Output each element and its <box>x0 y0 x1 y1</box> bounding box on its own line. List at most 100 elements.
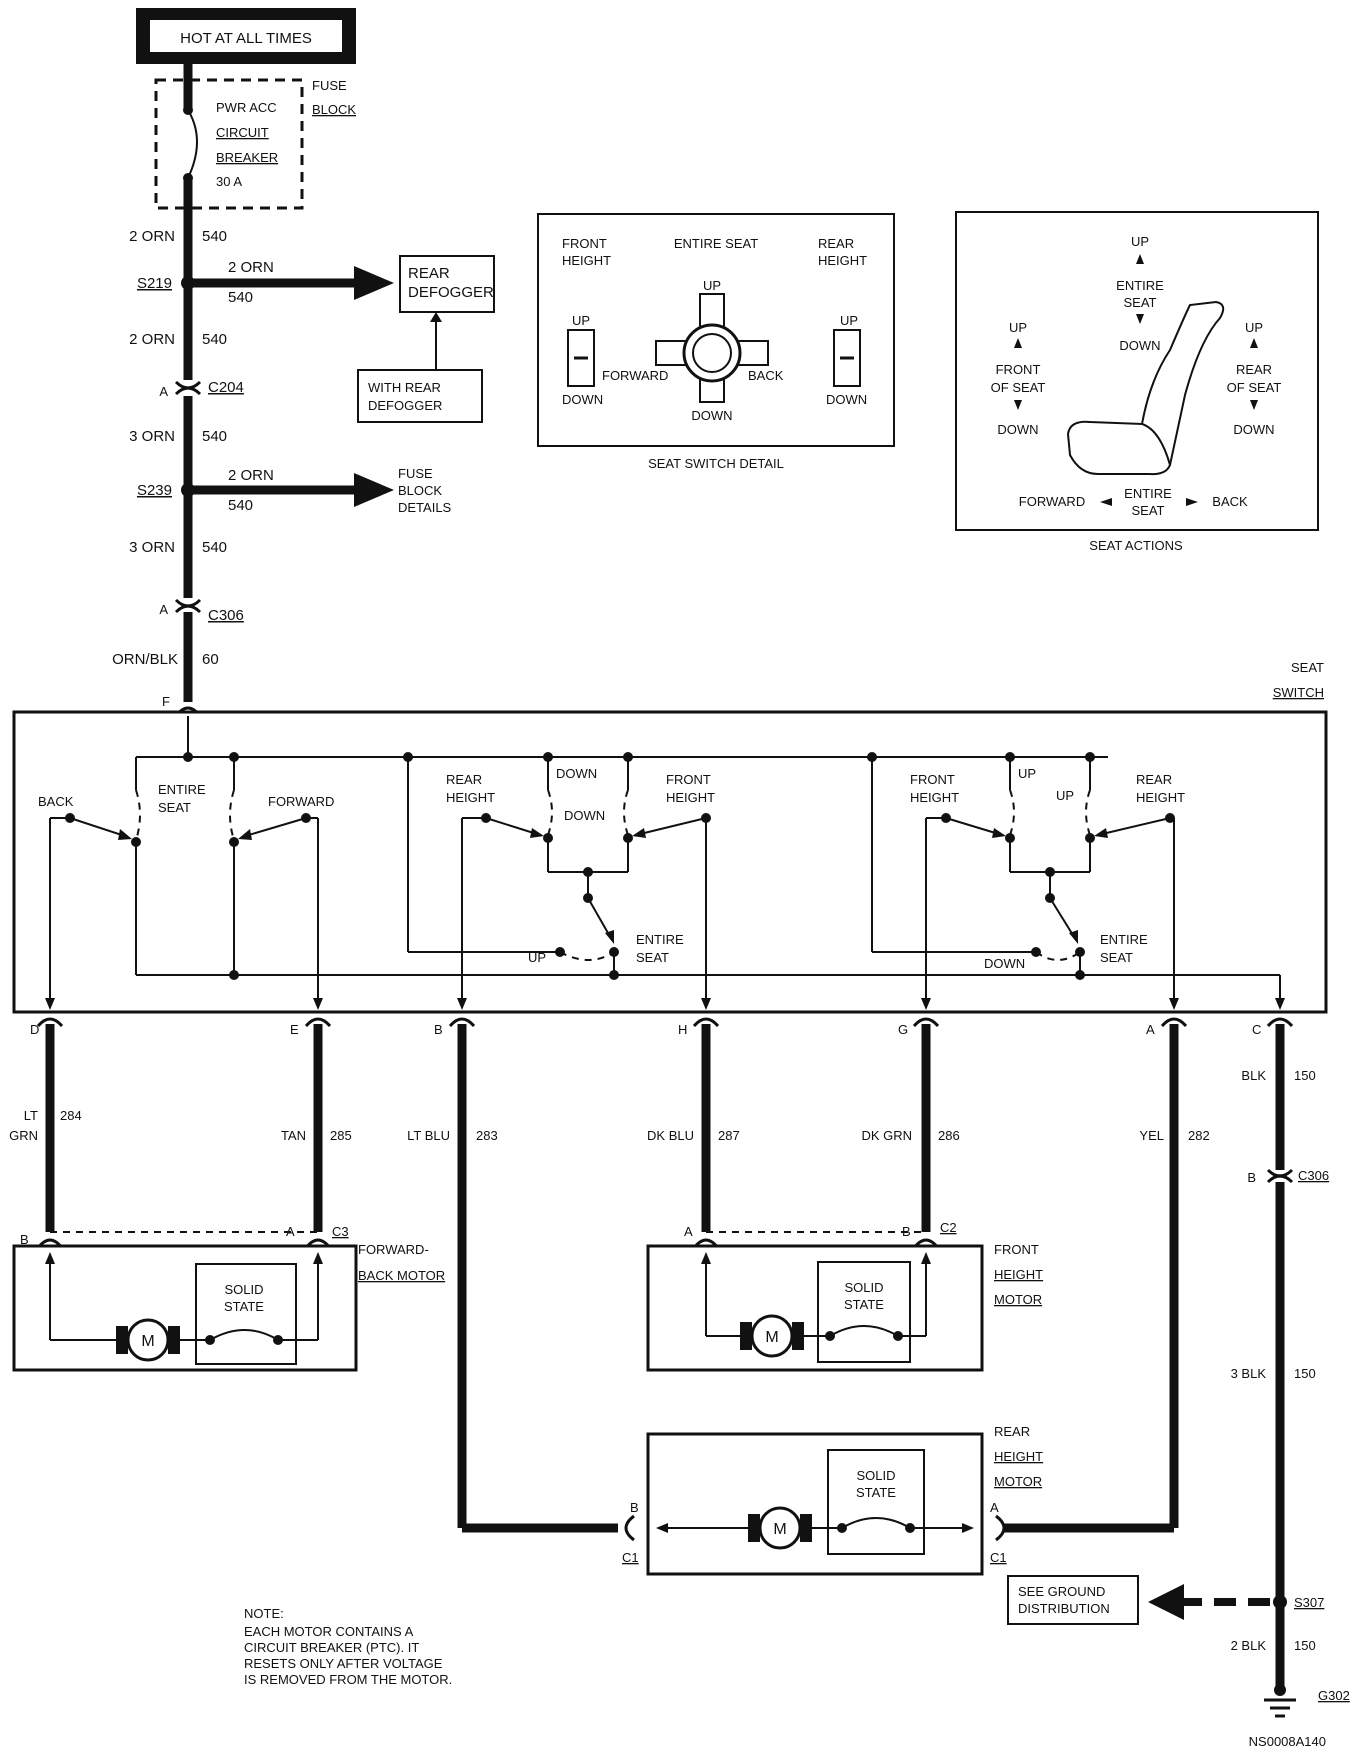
ssd-rear-height-1: REAR <box>818 236 854 251</box>
ss-entire-1: ENTIRE <box>158 782 206 797</box>
ss-rh-front-height-2: HEIGHT <box>910 790 959 805</box>
sa-front-1: FRONT <box>996 362 1041 377</box>
pin-c: C BLK 150 <box>1241 1017 1316 1170</box>
ssd-forward: FORWARD <box>602 368 668 383</box>
out-c-num: 150 <box>1294 1068 1316 1083</box>
sa-entire-1: ENTIRE <box>1116 278 1164 293</box>
ss-rh-entire-1: ENTIRE <box>1100 932 1148 947</box>
out-e-color: TAN <box>281 1128 306 1143</box>
ssd-front-height-1: FRONT <box>562 236 607 251</box>
ss-back: BACK <box>38 794 74 809</box>
pin-d-label: D <box>30 1022 39 1037</box>
c204-pin: A <box>159 384 168 399</box>
rh-motor-m: M <box>773 1521 786 1538</box>
w3-color: 3 ORN <box>129 428 175 445</box>
sa-forward: FORWARD <box>1019 494 1085 509</box>
gnd-w3-color: 2 BLK <box>1231 1638 1267 1653</box>
ss-fh-entire-2: SEAT <box>636 950 669 965</box>
s239-num: 540 <box>228 497 253 514</box>
rh-solid-2: STATE <box>856 1485 896 1500</box>
seat-switch-title-2: SWITCH <box>1273 685 1324 700</box>
rh-label-2: HEIGHT <box>994 1449 1043 1464</box>
s219-color: 2 ORN <box>228 259 274 276</box>
gnd-c306-pin: B <box>1247 1170 1256 1185</box>
fh-label-2: HEIGHT <box>994 1267 1043 1282</box>
sa-rear-2: OF SEAT <box>1227 380 1282 395</box>
w2-color: 2 ORN <box>129 331 175 348</box>
ssd-up: UP <box>703 278 721 293</box>
out-c-color: BLK <box>1241 1068 1266 1083</box>
fh-pin-a: A <box>684 1224 693 1239</box>
fuse-block-details: FUSE BLOCK DETAILS <box>398 466 452 515</box>
pin-a: A YEL 282 <box>1004 1017 1210 1533</box>
fb-pin-a: A <box>286 1224 295 1239</box>
gnd-g302: G302 <box>1318 1688 1350 1703</box>
out-h-color: DK BLU <box>647 1128 694 1143</box>
pin-b: B LT BLU 283 <box>407 1017 618 1533</box>
gnd-w3-num: 150 <box>1294 1638 1316 1653</box>
pin-b-label: B <box>434 1022 443 1037</box>
ss-fh-down-1: DOWN <box>556 766 597 781</box>
ss-forward: FORWARD <box>268 794 334 809</box>
ssd-rear-height-2: HEIGHT <box>818 253 867 268</box>
note-line-4: IS REMOVED FROM THE MOTOR. <box>244 1672 452 1687</box>
c306-pin: A <box>159 602 168 617</box>
main-feed-wire: 2 ORN 540 S219 2 ORN 540 2 ORN 540 A C20… <box>112 178 394 717</box>
fh-label-1: FRONT <box>994 1242 1039 1257</box>
fuse-block-label-1: FUSE <box>312 78 347 93</box>
rh-label-1: REAR <box>994 1424 1030 1439</box>
ssd-front-down: DOWN <box>562 392 603 407</box>
front-height-motor: A B C2 M SOLID STATE FRONT HEIGHT MOTOR <box>646 1220 1043 1372</box>
ssd-back: BACK <box>748 368 784 383</box>
breaker-line-2: CIRCUIT <box>216 125 269 140</box>
with-rear-defogger-1: WITH REAR <box>368 380 441 395</box>
sa-seat-entire-1: ENTIRE <box>1124 486 1172 501</box>
out-g-color: DK GRN <box>861 1128 912 1143</box>
power-source-box: HOT AT ALL TIMES <box>136 8 356 64</box>
fb-solid-1: SOLID <box>224 1282 263 1297</box>
breaker-line-3: BREAKER <box>216 150 278 165</box>
sa-front-up: UP <box>1009 320 1027 335</box>
pin-g-label: G <box>898 1022 908 1037</box>
c306-label: C306 <box>208 607 244 624</box>
fuse-block-label-2: BLOCK <box>312 102 356 117</box>
out-g-num: 286 <box>938 1128 960 1143</box>
ss-fh-front-height-2: HEIGHT <box>666 790 715 805</box>
seat-switch-detail: FRONT HEIGHT ENTIRE SEAT REAR HEIGHT UP … <box>537 213 895 471</box>
ground-icon <box>1264 1684 1296 1718</box>
rh-pin-b: B <box>630 1500 639 1515</box>
sa-caption: SEAT ACTIONS <box>1089 538 1183 553</box>
fuse-block-details-2: BLOCK <box>398 483 442 498</box>
seat-outline-icon <box>1066 300 1225 476</box>
s219-num: 540 <box>228 289 253 306</box>
s219-label: S219 <box>137 275 172 292</box>
ss-rh-up-1: UP <box>1018 766 1036 781</box>
ss-fh-rear-height-2: HEIGHT <box>446 790 495 805</box>
hot-at-all-times-label: HOT AT ALL TIMES <box>180 30 312 47</box>
s239-color: 2 ORN <box>228 467 274 484</box>
ssd-front-height-2: HEIGHT <box>562 253 611 268</box>
fh-motor-m: M <box>765 1329 778 1346</box>
rear-defogger: REAR DEFOGGER WITH REAR DEFOGGER <box>357 255 495 423</box>
fuse-block-details-3: DETAILS <box>398 500 452 515</box>
breaker-line-4: 30 A <box>216 174 242 189</box>
pin-g: G DK GRN 286 <box>861 1017 960 1232</box>
sa-rear-down: DOWN <box>1233 422 1274 437</box>
rh-conn-a: C1 <box>990 1550 1007 1565</box>
w5-color: ORN/BLK <box>112 651 178 668</box>
w2-num: 540 <box>202 331 227 348</box>
ssd-caption: SEAT SWITCH DETAIL <box>648 456 784 471</box>
ss-rh-front-height-1: FRONT <box>910 772 955 787</box>
ss-fh-front-height-1: FRONT <box>666 772 711 787</box>
gnd-s307: S307 <box>1294 1595 1324 1610</box>
ss-rh-rear-height-1: REAR <box>1136 772 1172 787</box>
note: NOTE: EACH MOTOR CONTAINS A CIRCUIT BREA… <box>244 1606 452 1687</box>
see-ground-1: SEE GROUND <box>1018 1584 1105 1599</box>
out-a-color: YEL <box>1139 1128 1164 1143</box>
sa-back: BACK <box>1212 494 1248 509</box>
note-line-0: NOTE: <box>244 1606 284 1621</box>
rear-defogger-line2: DEFOGGER <box>408 284 494 301</box>
fb-label-2: BACK MOTOR <box>358 1268 445 1283</box>
w4-num: 540 <box>202 539 227 556</box>
gnd-w2-num: 150 <box>1294 1366 1316 1381</box>
